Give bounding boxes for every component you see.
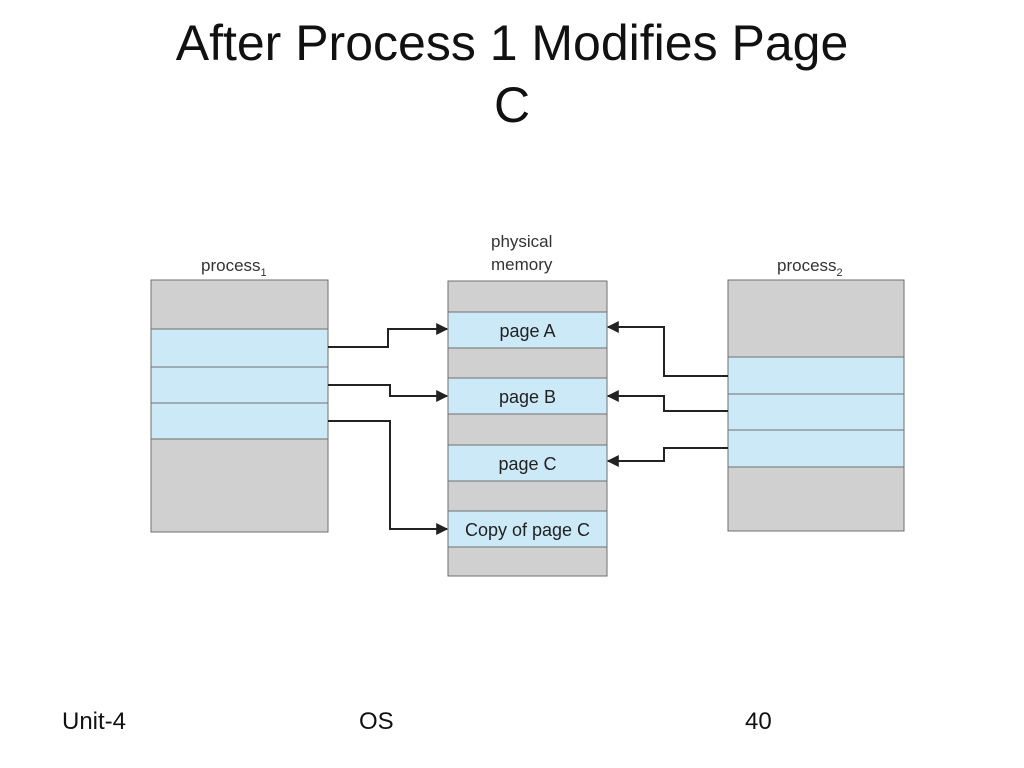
process2-label: process2 [777, 256, 843, 279]
page-c-frame [447, 444, 608, 482]
process2-address-space [727, 279, 905, 532]
physical-memory-label-line1: physical [491, 232, 552, 251]
footer-course: OS [359, 708, 394, 735]
slide-title: After Process 1 Modifies Page C [0, 12, 1024, 136]
arrow-process2-to-page-a [606, 321, 728, 377]
process2-page-a-entry [727, 356, 905, 395]
page-a-label: page A [499, 321, 555, 341]
arrow-process2-to-page-c [606, 447, 728, 467]
process1-label: process1 [201, 256, 267, 279]
page-c-label: page C [498, 454, 556, 474]
slide-title-line2: C [493, 77, 531, 133]
arrow-process1-to-page-b [328, 384, 449, 402]
arrow-process1-to-page-a [328, 323, 449, 348]
copy-of-page-c-label: Copy of page C [465, 520, 590, 540]
footer-page-number: 40 [745, 708, 772, 735]
physical-memory-label-line2: memory [491, 255, 553, 274]
process1-page-c-entry [150, 402, 329, 440]
slide-title-line1: After Process 1 Modifies Page [175, 15, 849, 71]
process1-address-space [150, 279, 329, 533]
process1-page-a-entry [150, 328, 329, 368]
footer-unit: Unit-4 [62, 708, 127, 735]
arrow-process1-to-copy-of-page-c [328, 420, 449, 535]
physical-memory: page A page B page C Copy of page C [447, 280, 608, 577]
arrow-process2-to-page-b [606, 390, 728, 412]
page-b-label: page B [499, 387, 556, 407]
process2-page-b-entry [727, 393, 905, 431]
process1-page-b-entry [150, 366, 329, 404]
process2-page-c-entry [727, 429, 905, 468]
copy-of-page-c-frame [447, 510, 608, 548]
page-b-frame [447, 377, 608, 415]
